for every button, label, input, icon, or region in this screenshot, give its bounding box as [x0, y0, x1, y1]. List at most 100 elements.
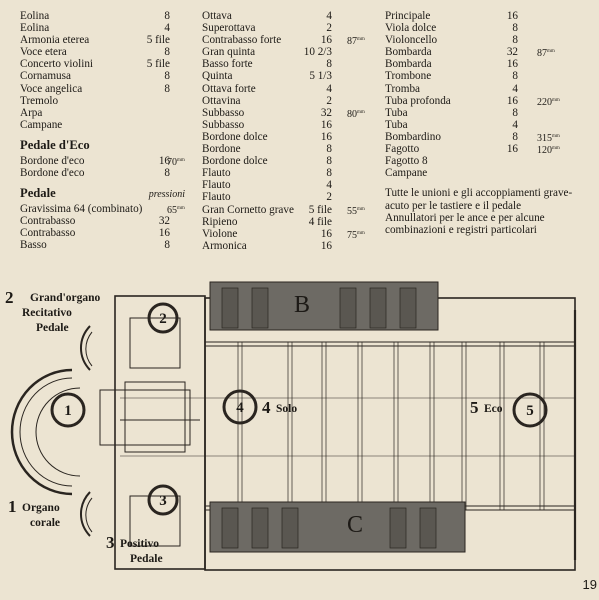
stop-footage: 16 — [506, 94, 518, 107]
stop-footage: 2 — [326, 191, 332, 204]
stop-footage: 5 file — [146, 58, 170, 71]
stop-name: Bordone d'eco — [20, 167, 85, 180]
stop-footage: 16 — [320, 239, 332, 252]
marker-2: 2 — [159, 311, 167, 327]
stop-name: Campane — [20, 118, 63, 131]
stop-footage: 8 — [164, 82, 170, 95]
pressure-value: 70 — [167, 156, 177, 168]
marker-3: 3 — [159, 493, 167, 509]
pressure-value: 87 — [537, 48, 547, 60]
stop-footage: 16 — [506, 58, 518, 71]
pressure-value: 80 — [347, 108, 357, 120]
stop-name: Gravissima 64 (combinato) — [20, 203, 143, 216]
label-2-line2: Recitativo — [22, 307, 72, 319]
pressure-unit: mm — [177, 157, 185, 163]
stop-row: Fagotto 8 — [385, 155, 590, 167]
stop-name: Bordone — [202, 143, 241, 156]
area-c-label: C — [347, 512, 363, 538]
stop-footage: 16 — [506, 10, 518, 22]
pressure-value: 315 — [537, 132, 552, 144]
stop-name: Concerto violini — [20, 58, 94, 71]
stop-name: Bordone d'eco — [20, 154, 85, 167]
stop-name: Tuba — [385, 106, 408, 119]
stop-footage: 8 — [326, 167, 332, 180]
label-1-line1: Organo — [22, 502, 60, 514]
stop-footage: 4 — [512, 118, 518, 131]
wind-pressure: 75mm — [347, 228, 365, 242]
page-number: 19 — [582, 577, 597, 592]
wind-pressure: 55mm — [347, 204, 365, 218]
stop-footage: 16 — [320, 118, 332, 131]
stop-name: Voce etera — [20, 46, 67, 59]
stop-name: Campane — [385, 167, 428, 180]
pressure-unit: mm — [547, 49, 555, 55]
stop-footage: 4 — [326, 10, 332, 22]
pressure-value: 75 — [347, 229, 357, 241]
stop-name: Fagotto — [385, 143, 420, 156]
label-3-number: 3 — [106, 533, 115, 552]
stop-name: Bombarda — [385, 46, 432, 59]
label-2-line3: Pedale — [36, 322, 69, 334]
stop-footage: 4 — [512, 82, 518, 95]
pressure-unit: mm — [552, 146, 560, 152]
stop-name: Cornamusa — [20, 70, 71, 83]
stop-name: Tuba profonda — [385, 94, 451, 107]
stop-footage: 8 — [512, 130, 518, 143]
pedale-heading: Pedale pressioni — [20, 186, 185, 201]
stop-name: Violoncello — [385, 34, 438, 47]
label-1-number: 1 — [8, 497, 17, 516]
stop-footage: 10 2/3 — [303, 46, 332, 59]
stop-footage: 8 — [164, 46, 170, 59]
stop-footage: 16 — [506, 143, 518, 156]
stop-name: Subbasso — [202, 118, 245, 131]
area-b-label: B — [294, 292, 310, 318]
stop-footage: 16 — [158, 154, 170, 167]
pressure-value: 120 — [537, 145, 552, 157]
stop-name: Ottavina — [202, 94, 241, 107]
pressure-unit: mm — [357, 37, 365, 43]
marker-1: 1 — [64, 403, 72, 419]
stop-row: Tremolo — [20, 95, 195, 107]
cancellers-note: Annullatori per le ance e per alcune com… — [385, 211, 545, 236]
pressure-value: 55 — [347, 205, 357, 217]
stop-row: Subbasso 16 — [202, 119, 382, 131]
stop-row: Concerto violini 5 file — [20, 58, 195, 70]
stop-name: Superottava — [202, 22, 256, 35]
wind-pressure: 70mm — [167, 155, 185, 169]
stop-name: Arpa — [20, 106, 43, 119]
pressure-unit: mm — [357, 206, 365, 212]
couplers-note: Tutte le unioni e gli accoppiamenti grav… — [385, 187, 573, 212]
stop-name: Ripieno — [202, 215, 238, 228]
stop-footage: 5 file — [146, 34, 170, 47]
stop-name: Fagotto 8 — [385, 155, 428, 168]
stop-name: Contrabasso — [20, 227, 76, 240]
stop-name: Ottava forte — [202, 82, 256, 95]
stop-name: Basso — [20, 239, 47, 252]
